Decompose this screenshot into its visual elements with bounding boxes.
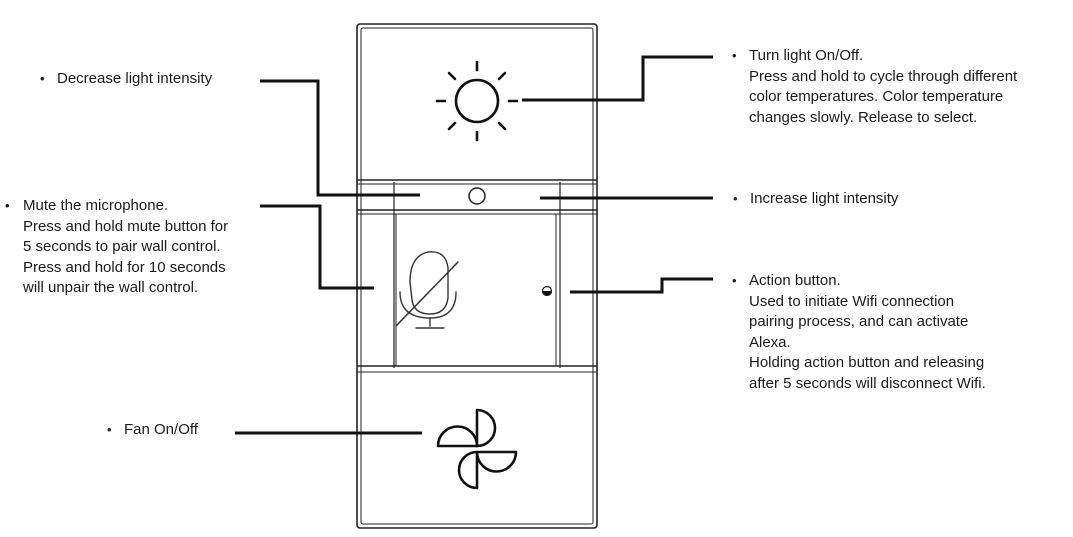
- label-text: Fan On/Off: [124, 421, 198, 438]
- label-light-on-off: • Turn light On/Off. Press and hold to c…: [732, 46, 1017, 128]
- leader-mute: [260, 204, 374, 290]
- label-increase-light: • Increase light intensity: [733, 189, 898, 210]
- action-button-indicator-icon[interactable]: [541, 285, 553, 297]
- label-line: color temperatures. Color temperature: [749, 88, 1004, 105]
- label-text: Decrease light intensity: [57, 70, 213, 87]
- label-line: 5 seconds to pair wall control.: [23, 238, 221, 255]
- microphone-muted-icon[interactable]: [395, 251, 459, 329]
- bullet: •: [40, 71, 45, 86]
- label-decrease-light: • Decrease light intensity: [40, 69, 212, 90]
- label-line: Press and hold to cycle through differen…: [749, 67, 1018, 85]
- label-line: after 5 seconds will disconnect Wifi.: [749, 374, 986, 392]
- fan-icon[interactable]: [436, 408, 518, 490]
- label-mute-microphone: • Mute the microphone. Press and hold mu…: [5, 196, 228, 299]
- label-line: Action button.: [749, 272, 841, 289]
- leader-light: [522, 55, 713, 102]
- sun-icon[interactable]: [435, 60, 519, 142]
- device-outline: [356, 23, 598, 529]
- leader-lines: [235, 55, 713, 435]
- sensor-ring-icon: [468, 187, 486, 205]
- label-fan-on-off: • Fan On/Off: [107, 420, 198, 441]
- bullet: •: [107, 422, 112, 437]
- label-line: Alexa.: [749, 333, 791, 351]
- bullet: •: [732, 48, 737, 63]
- label-line: Holding action button and releasing: [749, 354, 985, 371]
- label-line: Press and hold mute button for: [23, 217, 229, 235]
- label-action-button: • Action button. Used to initiate Wifi c…: [732, 271, 986, 394]
- label-line: Turn light On/Off.: [749, 47, 864, 64]
- label-line: changes slowly. Release to select.: [749, 108, 978, 126]
- bullet: •: [733, 191, 738, 206]
- bullet: •: [5, 198, 10, 213]
- label-text: Increase light intensity: [750, 190, 899, 207]
- label-line: Mute the microphone.: [23, 197, 169, 214]
- leader-decrease: [260, 79, 420, 197]
- leader-action: [570, 277, 713, 294]
- label-line: Used to initiate Wifi connection: [749, 292, 955, 310]
- bullet: •: [732, 273, 737, 288]
- label-line: Press and hold for 10 seconds: [23, 258, 226, 276]
- label-line: will unpair the wall control.: [23, 279, 199, 296]
- label-line: pairing process, and can activate: [749, 313, 969, 330]
